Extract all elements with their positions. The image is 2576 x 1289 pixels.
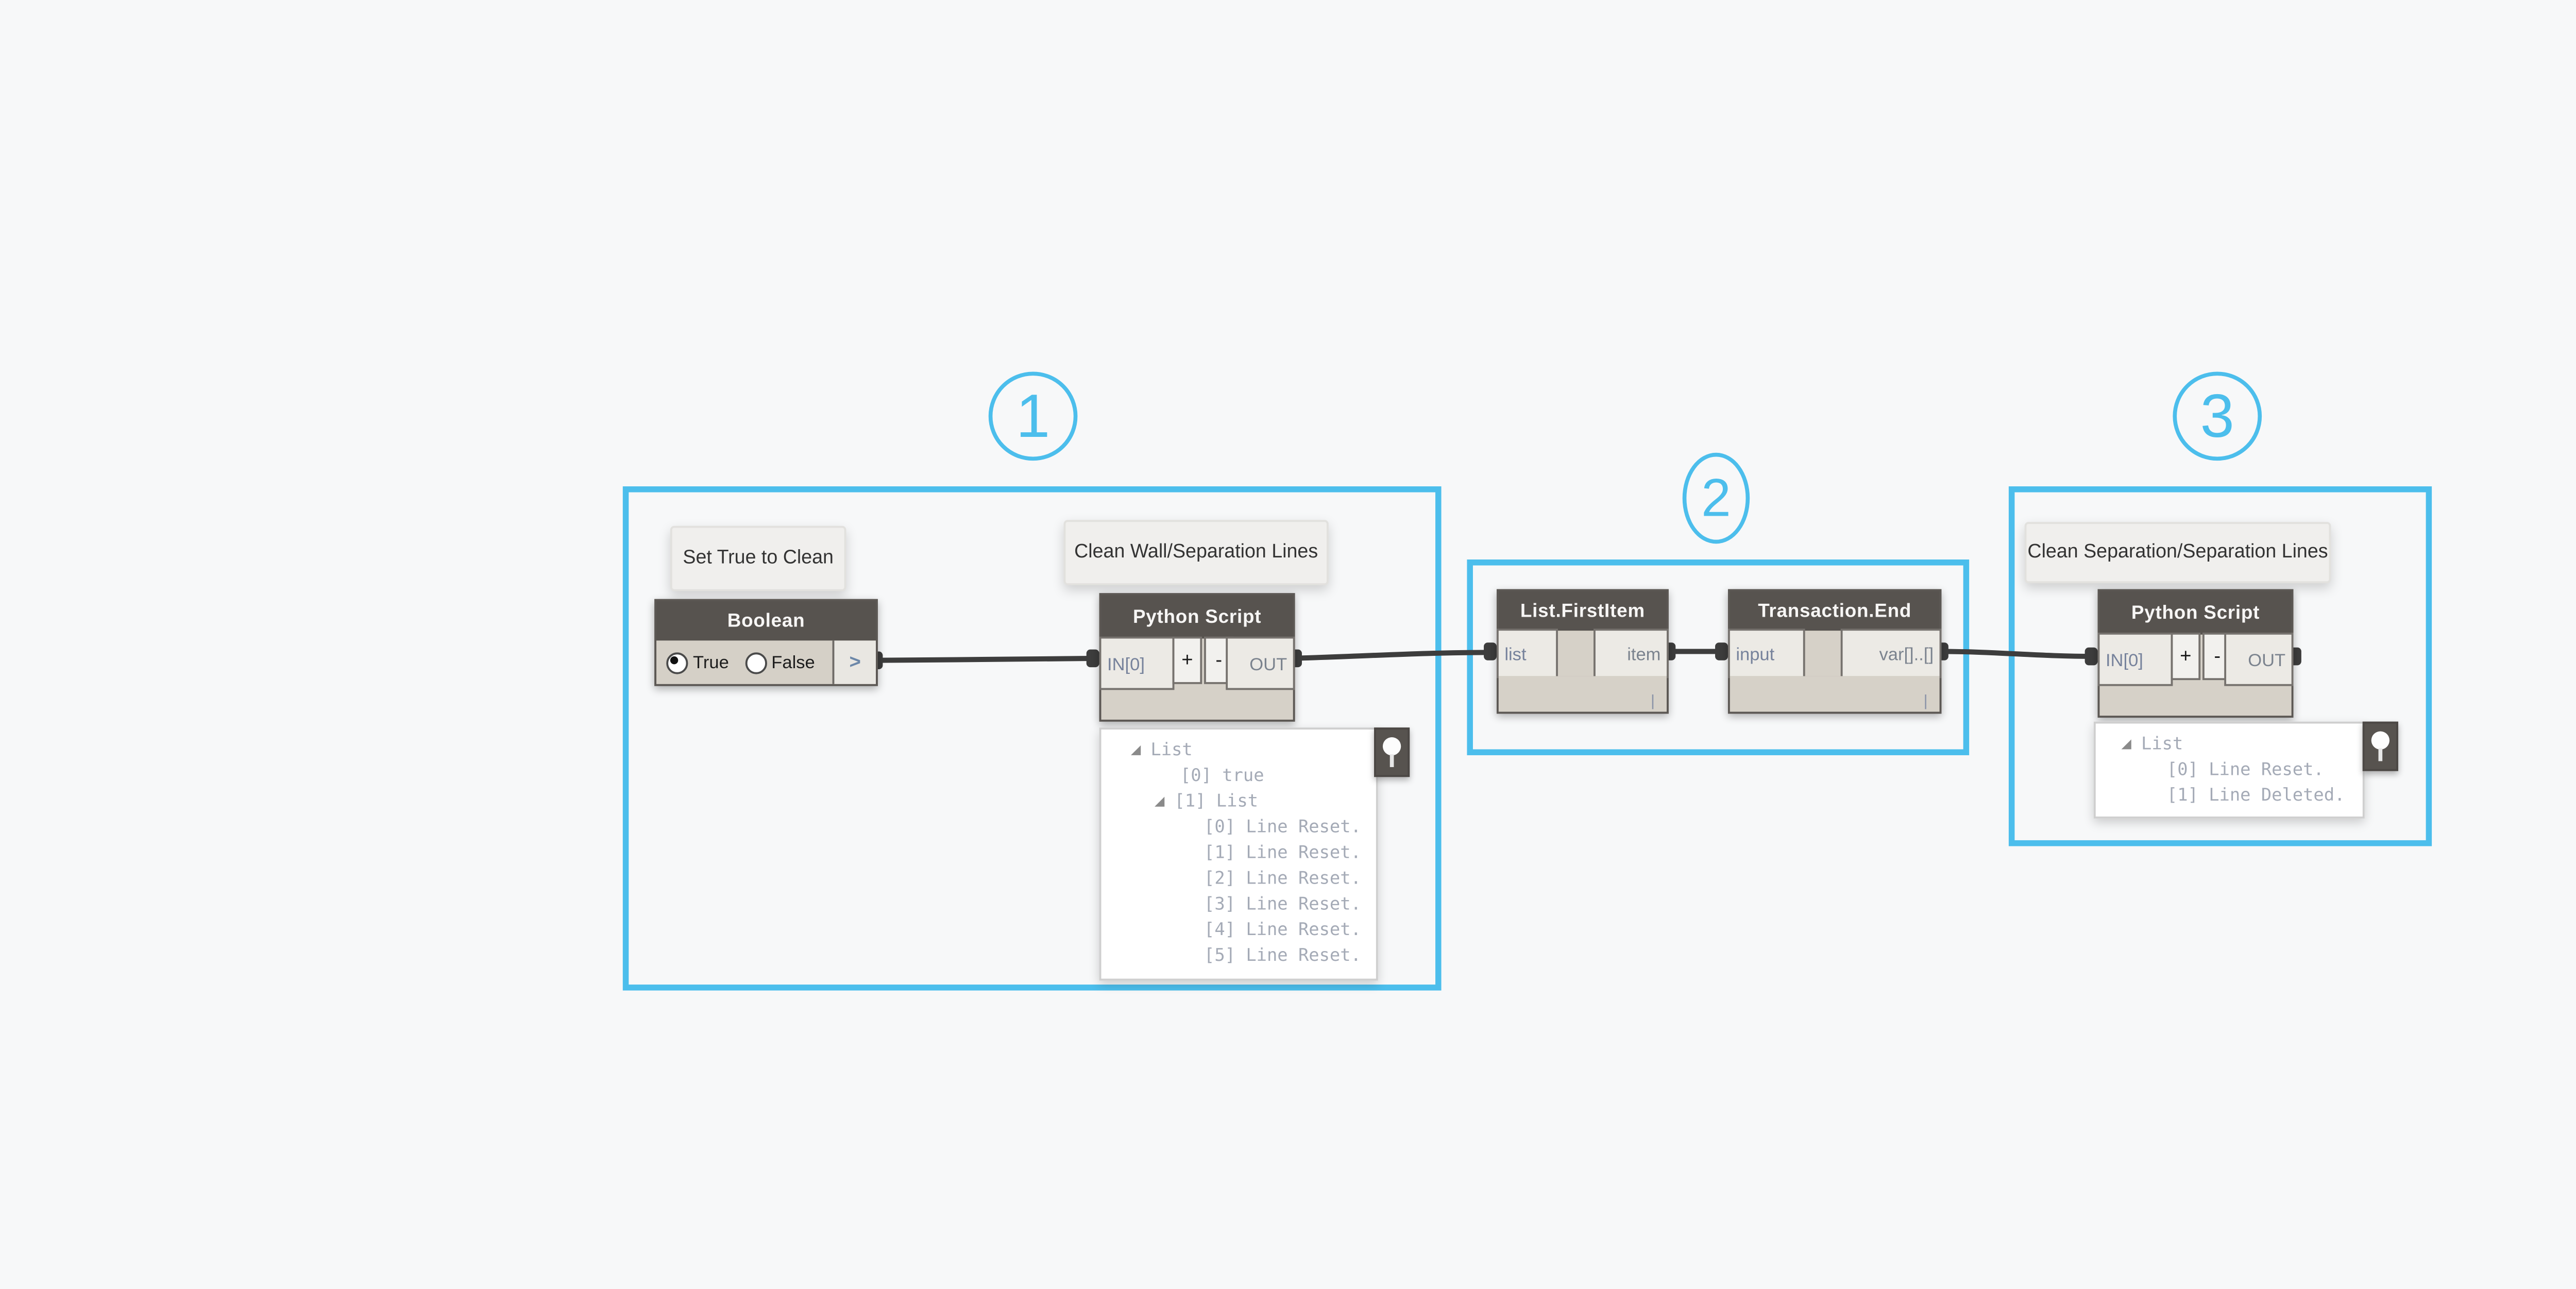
preview-line: [0] true: [1101, 763, 1376, 789]
python2-remove-input-button[interactable]: -: [2204, 634, 2230, 679]
python1-remove-input-button[interactable]: -: [1206, 638, 1232, 682]
callout-1: 1: [988, 371, 1078, 461]
preview-line: [0] Line Reset.: [1101, 815, 1376, 840]
node-python1-title[interactable]: Python Script: [1101, 595, 1293, 639]
pin-preview-icon[interactable]: [2362, 721, 2398, 771]
callout-1-label: 1: [1015, 381, 1050, 451]
port-connector-python1-in[interactable]: [1086, 649, 1099, 668]
node-python2-title[interactable]: Python Script: [2099, 591, 2292, 635]
preview-line: [2] Line Reset.: [1101, 866, 1376, 892]
python2-input-port[interactable]: IN[0]: [2099, 634, 2171, 684]
callout-2: 2: [1682, 452, 1750, 544]
preview-text: [0] Line Reset.: [1204, 817, 1361, 838]
node-python1-body: IN[0] + - OUT: [1101, 638, 1293, 720]
transactionend-output-port[interactable]: var[]..[]: [1842, 631, 1940, 676]
preview-text: [3] Line Reset.: [1204, 894, 1361, 914]
preview-text: [4] Line Reset.: [1204, 920, 1361, 940]
node-listfirstitem-ports: list item: [1498, 631, 1667, 676]
preview-text: List: [2141, 734, 2183, 755]
group-1-rect: [622, 486, 1442, 991]
preview-line: [3] Line Reset.: [1101, 892, 1376, 918]
boolean-output-symbol: >: [849, 651, 861, 673]
preview-text: [1] Line Reset.: [1204, 843, 1361, 863]
group-3-rect: [2008, 486, 2432, 846]
pin-preview-icon[interactable]: [1374, 727, 1410, 777]
preview-text: [5] Line Reset.: [1204, 946, 1361, 966]
note-label: Clean Separation/Separation Lines: [2027, 541, 2328, 564]
preview-line: [1] Line Deleted.: [2096, 783, 2363, 809]
listfirstitem-input-port[interactable]: list: [1498, 631, 1556, 676]
preview-line: [1] List: [1101, 789, 1376, 815]
preview-line: [5] Line Reset.: [1101, 943, 1376, 969]
callout-2-label: 2: [1701, 467, 1731, 527]
preview-text: [1] Line Deleted.: [2166, 786, 2345, 806]
node-listfirstitem-title[interactable]: List.FirstItem: [1498, 591, 1667, 631]
preview-text: [1] List: [1174, 791, 1259, 812]
port-connector-transactionend-in[interactable]: [1715, 642, 1728, 660]
note-clean-wall-separation-lines[interactable]: Clean Wall/Separation Lines: [1063, 520, 1329, 585]
preview-bubble-python2: List [0] Line Reset. [1] Line Deleted.: [2093, 721, 2365, 819]
map-pin-icon: [2371, 730, 2390, 760]
node-list-firstitem[interactable]: List.FirstItem list item |: [1496, 589, 1669, 714]
python1-output-port[interactable]: OUT: [1228, 638, 1293, 688]
node-boolean-title[interactable]: Boolean: [656, 601, 876, 641]
radio-option-true[interactable]: True: [666, 651, 729, 673]
preview-text: [0] Line Reset.: [2166, 760, 2324, 780]
node-transaction-end[interactable]: Transaction.End input var[]..[] |: [1727, 589, 1942, 714]
boolean-output-port[interactable]: >: [832, 640, 876, 684]
boolean-options: True False: [656, 640, 833, 684]
lacing-indicator[interactable]: |: [1651, 692, 1655, 710]
port-connector-listfirstitem-in[interactable]: [1484, 642, 1497, 660]
note-label: Set True to Clean: [683, 547, 834, 570]
radio-true-label: True: [693, 652, 729, 672]
listfirstitem-output-port[interactable]: item: [1595, 631, 1667, 676]
note-label: Clean Wall/Separation Lines: [1074, 541, 1318, 564]
radio-false-icon[interactable]: [744, 651, 767, 673]
python1-input-port[interactable]: IN[0]: [1101, 638, 1173, 688]
callout-3-label: 3: [2200, 381, 2234, 451]
expander-icon[interactable]: [1155, 796, 1165, 807]
wire-transactionend-to-python2[interactable]: [1937, 649, 2096, 659]
preview-line: List: [1101, 737, 1376, 763]
port-connector-python2-in[interactable]: [2084, 647, 2098, 666]
node-transactionend-ports: input var[]..[]: [1730, 631, 1940, 676]
note-clean-separation-separation-lines[interactable]: Clean Separation/Separation Lines: [2024, 522, 2331, 584]
python2-add-input-button[interactable]: +: [2173, 634, 2199, 679]
preview-line: [1] Line Reset.: [1101, 840, 1376, 866]
wire-python1-to-listfirstitem[interactable]: [1291, 650, 1495, 661]
expander-icon[interactable]: [2121, 739, 2131, 750]
node-transactionend-title[interactable]: Transaction.End: [1730, 591, 1940, 631]
preview-line: [4] Line Reset.: [1101, 918, 1376, 943]
preview-text: [2] Line Reset.: [1204, 869, 1361, 889]
preview-line: List: [2096, 732, 2363, 757]
preview-line: [0] Line Reset.: [2096, 757, 2363, 783]
node-boolean[interactable]: Boolean True False >: [654, 599, 878, 686]
node-python-script-2[interactable]: Python Script IN[0] + - OUT: [2097, 589, 2294, 718]
callout-3: 3: [2173, 371, 2262, 461]
node-listfirstitem-footer: |: [1498, 676, 1667, 712]
node-boolean-body: True False >: [656, 640, 876, 684]
preview-text: List: [1150, 740, 1193, 760]
preview-text: [0] true: [1180, 766, 1264, 786]
group-2-rect: [1467, 559, 1970, 755]
wire-boolean-to-python1[interactable]: [874, 655, 1097, 663]
transactionend-input-port[interactable]: input: [1730, 631, 1803, 676]
lacing-indicator[interactable]: |: [1923, 692, 1928, 710]
preview-bubble-python1: List [0] true [1] List [0] Line Reset. […: [1099, 727, 1378, 981]
radio-false-label: False: [771, 652, 815, 672]
note-set-true-to-clean[interactable]: Set True to Clean: [670, 525, 846, 591]
python2-output-port[interactable]: OUT: [2226, 634, 2292, 684]
expander-icon[interactable]: [1131, 745, 1141, 755]
radio-true-icon[interactable]: [666, 651, 688, 673]
node-python2-body: IN[0] + - OUT: [2099, 634, 2292, 716]
radio-option-false[interactable]: False: [744, 651, 815, 673]
node-transactionend-footer: |: [1730, 676, 1940, 712]
node-python-script-1[interactable]: Python Script IN[0] + - OUT: [1099, 593, 1295, 722]
map-pin-icon: [1382, 736, 1401, 767]
python1-add-input-button[interactable]: +: [1174, 638, 1200, 682]
